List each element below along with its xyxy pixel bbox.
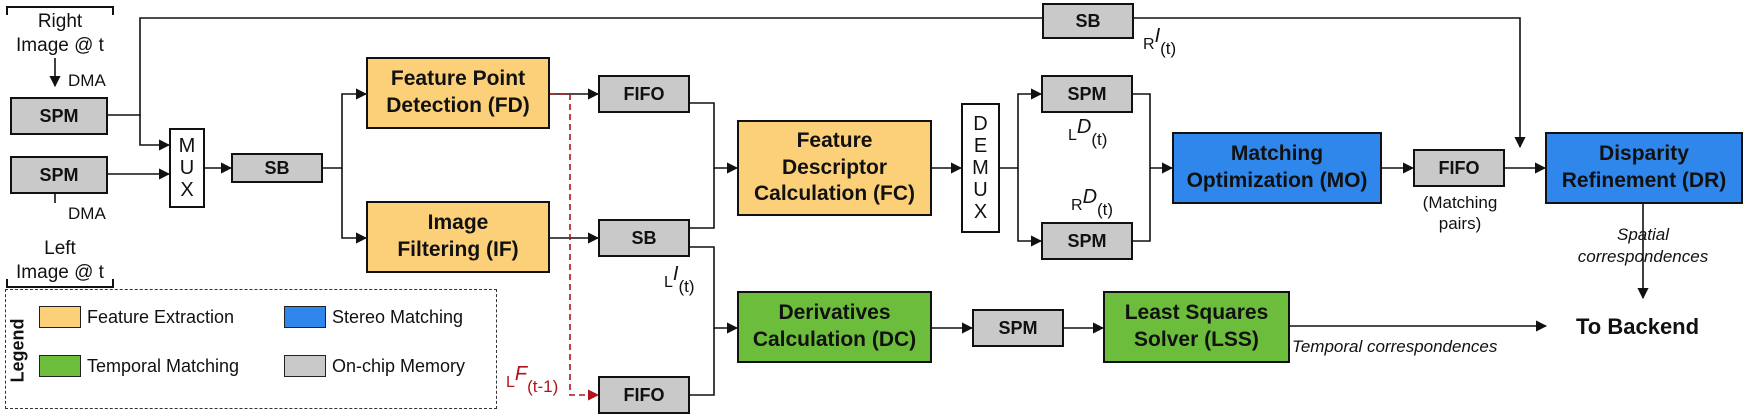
legend-swatch: [284, 306, 326, 328]
legend-item-on-chip-memory: On-chip Memory: [284, 355, 465, 377]
wire-demux-to-spm-ld: [1000, 88, 1043, 169]
demux-letter: U: [973, 179, 988, 201]
wire-fifo-bottom-to-dc: [690, 328, 715, 396]
wire-spm-rd-to-mo: [1133, 168, 1151, 242]
signal-sub: (t): [678, 277, 695, 296]
signal-base: L: [1068, 127, 1077, 144]
fifo-fd-block[interactable]: FIFO: [598, 75, 690, 113]
spm-ld-block[interactable]: SPM: [1041, 75, 1133, 113]
signal-sub: (t): [1091, 130, 1108, 149]
signal-sup: I: [672, 263, 679, 285]
matching-optimization-block[interactable]: Matching Optimization (MO): [1172, 132, 1382, 204]
wire-fifo-to-fc: [690, 102, 739, 174]
feature-descriptor-block[interactable]: Feature Descriptor Calculation (FC): [737, 120, 932, 216]
feature-point-detection-block[interactable]: Feature Point Detection (FD): [366, 57, 550, 129]
signal-r-d: RD(t): [1071, 186, 1114, 219]
derivatives-calculation-block[interactable]: Derivatives Calculation (DC): [737, 291, 932, 363]
signal-base: L: [506, 374, 515, 391]
signal-l-d: LD(t): [1068, 116, 1108, 149]
legend-swatch: [284, 355, 326, 377]
spm-rd-block[interactable]: SPM: [1041, 222, 1133, 260]
legend-label: On-chip Memory: [332, 355, 466, 376]
right-image-bracket: [6, 6, 114, 15]
demux-letter: E: [973, 135, 988, 157]
legend-label: Temporal Matching: [87, 355, 240, 376]
wire-sb-to-fd: [323, 88, 368, 169]
demux-letter: D: [973, 113, 988, 135]
sb-mux-block[interactable]: SB: [231, 153, 323, 183]
legend-swatch: [39, 306, 81, 328]
temporal-correspondences-label: Temporal correspondences: [1292, 337, 1498, 356]
signal-sup: I: [1154, 25, 1161, 47]
legend-title: Legend: [7, 318, 28, 383]
legend-item-stereo-matching: Stereo Matching: [284, 306, 463, 328]
mux-letter: U: [179, 157, 195, 179]
fifo-mo-block[interactable]: FIFO: [1413, 149, 1505, 187]
disparity-refinement-block[interactable]: Disparity Refinement (DR): [1545, 132, 1743, 204]
wire-top-bus: [108, 17, 1042, 116]
image-filtering-block[interactable]: Image Filtering (IF): [366, 201, 550, 273]
legend-swatch: [39, 355, 81, 377]
sb-if-block[interactable]: SB: [598, 219, 690, 257]
signal-sub: (t-1): [527, 377, 559, 396]
signal-l-i: LI(t): [664, 263, 695, 296]
mux-letter: M: [178, 135, 196, 157]
sb-top-block[interactable]: SB: [1042, 3, 1134, 39]
signal-sub: (t): [1097, 200, 1114, 219]
wire-sb-to-if: [341, 168, 368, 244]
wire-sb-top-to-dr: [1134, 17, 1526, 149]
legend: Legend Feature Extraction Stereo Matchin…: [5, 289, 497, 409]
left-image-bracket: [6, 279, 114, 288]
signal-sup: D: [1082, 186, 1098, 208]
matching-pairs-label: (Matching pairs): [1422, 193, 1498, 234]
legend-label: Feature Extraction: [87, 306, 235, 327]
signal-base: L: [664, 274, 673, 291]
legend-item-temporal-matching: Temporal Matching: [39, 355, 239, 377]
left-image-label: Left Image @ t: [16, 238, 104, 283]
spm-right-block[interactable]: SPM: [10, 97, 108, 135]
mux-block[interactable]: M U X: [169, 128, 205, 208]
least-squares-solver-block[interactable]: Least Squares Solver (LSS): [1103, 291, 1290, 363]
wire-demux-to-spm-rd: [1017, 168, 1043, 247]
signal-base: R: [1071, 197, 1083, 214]
signal-sup: F: [514, 363, 528, 385]
spatial-correspondences-label: Spatial correspondences: [1577, 225, 1709, 267]
signal-l-f: LF(t-1): [506, 363, 559, 396]
right-image-label: Right Image @ t: [16, 11, 104, 56]
wire-sb-to-fc: [690, 168, 715, 229]
legend-item-feature-extraction: Feature Extraction: [39, 306, 234, 328]
dma-left-label: DMA: [68, 204, 106, 223]
demux-letter: M: [972, 157, 989, 179]
signal-sub: (t): [1160, 39, 1177, 58]
signal-r-i: RI(t): [1143, 25, 1177, 58]
legend-label: Stereo Matching: [332, 306, 464, 327]
spm-dc-block[interactable]: SPM: [972, 309, 1064, 347]
wire-sb-to-dc: [690, 246, 739, 334]
to-backend-label: To Backend: [1576, 314, 1700, 339]
wire-spm-ld-to-mo: [1133, 93, 1174, 174]
spm-left-block[interactable]: SPM: [10, 156, 108, 194]
mux-letter: X: [180, 179, 194, 201]
signal-base: R: [1143, 36, 1155, 53]
signal-sup: D: [1076, 116, 1092, 138]
wire-fd-feedback: [550, 93, 600, 401]
demux-letter: X: [973, 201, 988, 223]
dma-right-label: DMA: [68, 71, 106, 90]
demux-block[interactable]: D E M U X: [961, 103, 1000, 233]
fifo-bottom-block[interactable]: FIFO: [598, 376, 690, 414]
wire-spm-right-to-mux: [139, 115, 171, 151]
